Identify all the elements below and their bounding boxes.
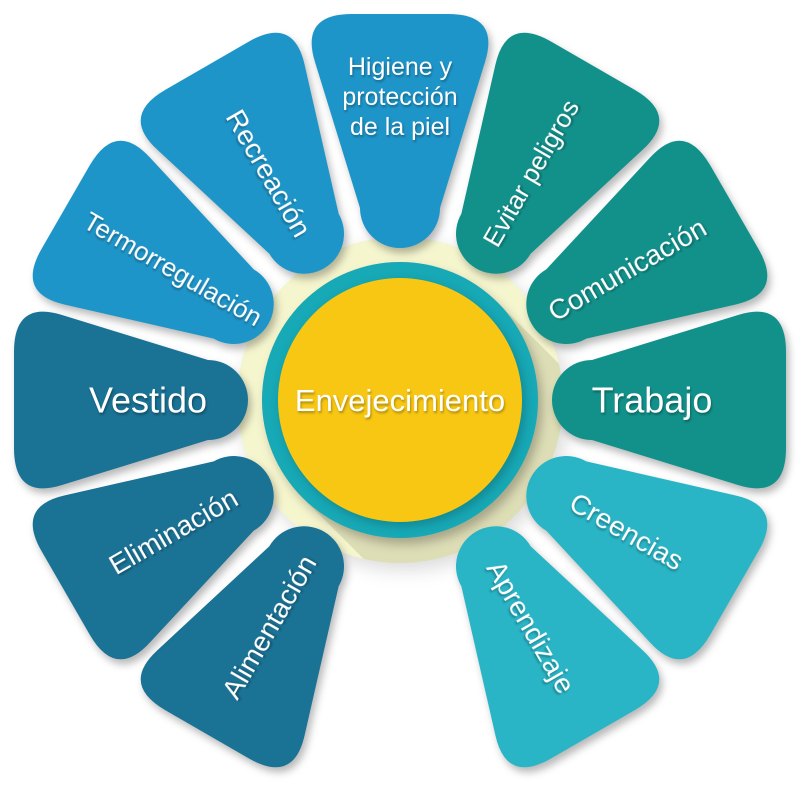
petal-shape-wrap [456,32,660,274]
petal-shape [456,526,660,768]
petal-trabajo: Trabajo [552,311,786,489]
petal-label: Vestido [89,380,207,421]
petal-vestido: Vestido [14,311,248,489]
petal-recreacion: Recreación [140,32,344,274]
petal-shape-wrap [552,311,786,489]
petal-shape-wrap [311,14,489,248]
petal-shape [14,311,248,489]
petal-shape-wrap [140,32,344,274]
petal-shape [526,140,768,344]
petal-shape [140,32,344,274]
petal-shape [456,32,660,274]
petal-label-line: de la piel [350,113,450,141]
petal-evitar-peligros: Evitar peligros [456,32,660,274]
petal-label-line: protección [342,83,457,111]
petal-shape-wrap [526,456,768,660]
petal-shape [32,456,274,660]
petal-shape-wrap [140,526,344,768]
petal-shape [140,526,344,768]
petal-label: Trabajo [592,380,713,421]
petal-label-line: Higiene y [348,53,453,81]
petal-shape-wrap [32,456,274,660]
petal-shape-wrap [456,526,660,768]
petal-shape-wrap [526,140,768,344]
center-circle [278,278,522,522]
petal-creencias: Creencias [526,456,768,660]
petal-shape [32,140,274,344]
petal-aprendizaje: Aprendizaje [456,526,660,768]
petal-shape-wrap [32,140,274,344]
petal-shape-wrap [14,311,248,489]
petal-shape [311,14,489,248]
petal-shape [526,456,768,660]
petal-shape [552,311,786,489]
center-label: Envejecimiento [295,383,505,418]
petal-eliminacion: Eliminación [32,456,274,660]
